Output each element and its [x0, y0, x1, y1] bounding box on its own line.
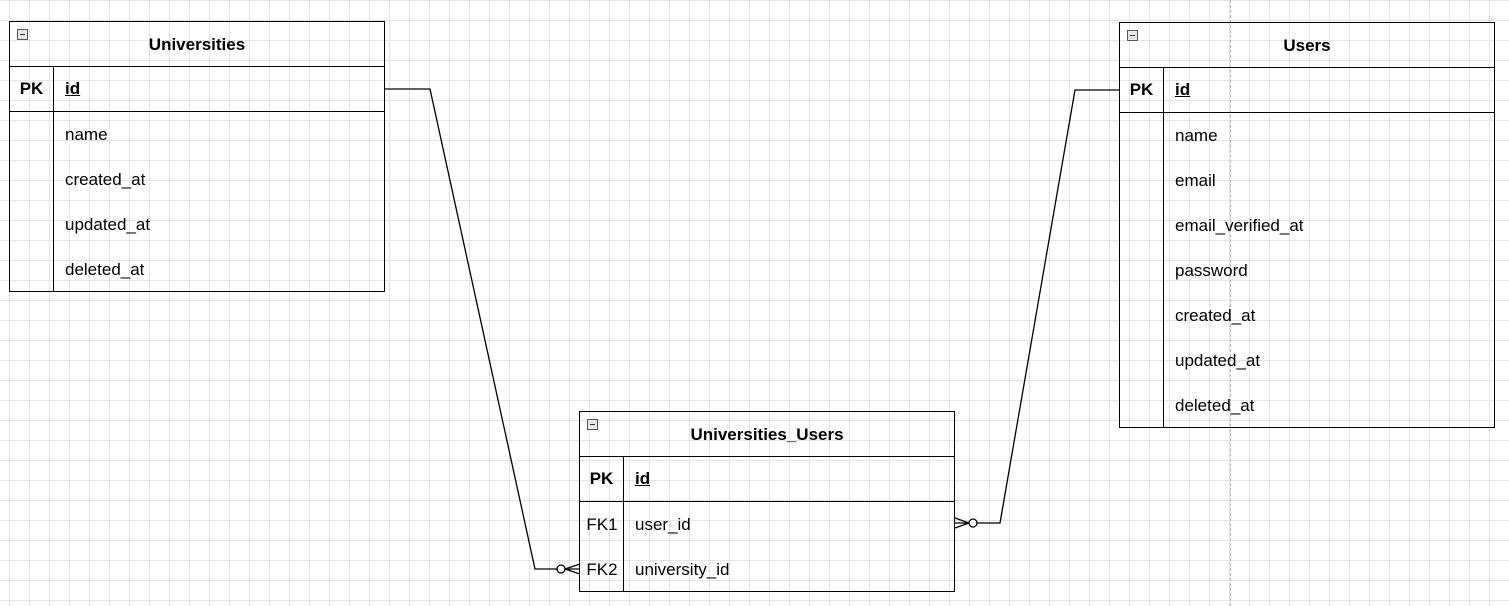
pk-field: id [1175, 80, 1191, 99]
collapse-icon[interactable] [17, 29, 28, 40]
fk-label: FK1 [586, 514, 618, 534]
universities-users-table[interactable]: Universities_Users PK id FK1 user_id FK2… [579, 411, 955, 592]
table-row[interactable]: name [1120, 113, 1494, 158]
field-user-id: user_id [635, 514, 691, 534]
field-university-id: university_id [635, 559, 730, 579]
table-row[interactable]: email [1120, 158, 1494, 203]
attribute-list: FK1 user_id FK2 university_id [580, 502, 954, 592]
table-row[interactable]: email_verified_at [1120, 203, 1494, 248]
zero-or-many-circle [556, 564, 566, 574]
table-row[interactable]: FK1 user_id [580, 502, 954, 547]
table-row[interactable]: updated_at [1120, 338, 1494, 383]
table-row[interactable]: password [1120, 248, 1494, 293]
fk-label: FK2 [586, 559, 618, 579]
table-title: Users [1283, 36, 1331, 55]
users-table[interactable]: Users PK id name email email_verified_at… [1119, 22, 1495, 428]
pk-row[interactable]: PK id [10, 67, 384, 112]
page-guide-line [1230, 0, 1231, 606]
attribute-list: name created_at updated_at deleted_at [10, 112, 384, 292]
table-row[interactable]: name [10, 112, 384, 157]
pk-field: id [635, 469, 651, 488]
field-email-verified-at: email_verified_at [1175, 215, 1304, 235]
field-updated-at: updated_at [65, 214, 151, 234]
table-header[interactable]: Universities_Users [580, 412, 954, 457]
table-header[interactable]: Users [1120, 23, 1494, 68]
table-row[interactable]: created_at [1120, 293, 1494, 338]
field-deleted-at: deleted_at [65, 259, 145, 279]
field-created-at: created_at [65, 169, 146, 189]
pk-field: id [65, 79, 81, 98]
pk-row[interactable]: PK id [580, 457, 954, 502]
collapse-icon[interactable] [1127, 30, 1138, 41]
connector-universities-to-link [385, 88, 557, 570]
zero-or-many-circle [968, 518, 978, 528]
field-created-at: created_at [1175, 305, 1256, 325]
field-password: password [1175, 260, 1248, 280]
pk-label: PK [1120, 68, 1164, 112]
crowfoot-university-id [564, 563, 581, 575]
pk-label: PK [10, 67, 54, 111]
table-row[interactable]: created_at [10, 157, 384, 202]
collapse-icon[interactable] [587, 419, 598, 430]
table-row[interactable]: deleted_at [1120, 383, 1494, 428]
pk-label: PK [580, 457, 624, 501]
table-row[interactable]: deleted_at [10, 247, 384, 292]
connector-users-to-link [977, 89, 1120, 524]
attribute-list: name email email_verified_at password cr… [1120, 113, 1494, 428]
crowfoot-user-id [954, 517, 970, 529]
table-row[interactable]: updated_at [10, 202, 384, 247]
table-header[interactable]: Universities [10, 22, 384, 67]
universities-table[interactable]: Universities PK id name created_at updat… [9, 21, 385, 292]
field-deleted-at: deleted_at [1175, 395, 1255, 415]
field-email: email [1175, 170, 1216, 190]
table-title: Universities_Users [690, 425, 844, 444]
pk-row[interactable]: PK id [1120, 68, 1494, 113]
field-updated-at: updated_at [1175, 350, 1261, 370]
field-name: name [65, 124, 108, 144]
field-name: name [1175, 125, 1218, 145]
table-row[interactable]: FK2 university_id [580, 547, 954, 592]
table-title: Universities [148, 35, 246, 54]
